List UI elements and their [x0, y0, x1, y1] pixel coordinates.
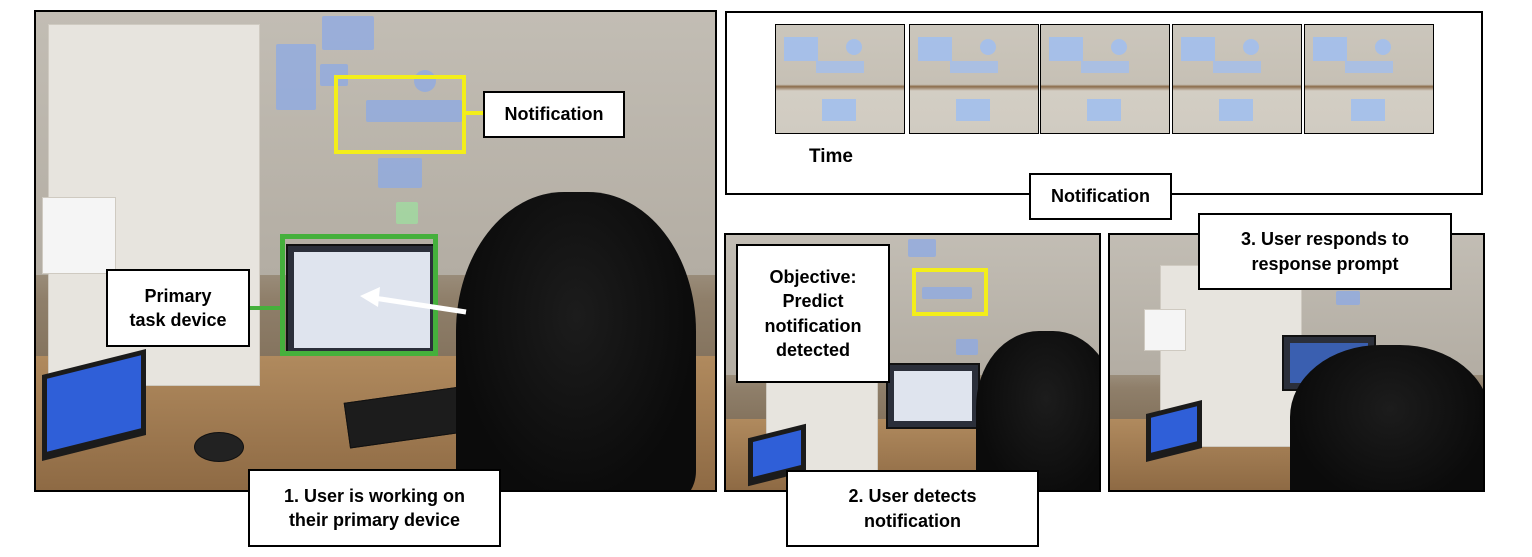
timeline-frame: [1304, 24, 1434, 134]
projected-card-low: [378, 158, 422, 188]
projected-notification-bar: [366, 100, 462, 122]
projected-card-low: [1336, 291, 1360, 305]
primary-device-highlight-box: [280, 234, 438, 356]
objective-label: Objective: Predict notification detected: [736, 244, 890, 383]
timeline-caption-label: Notification: [1029, 173, 1172, 220]
main-photo: [34, 10, 717, 492]
projected-notification-bar: [922, 287, 972, 299]
timeline-frame: [775, 24, 905, 134]
time-axis-label: Time: [809, 146, 854, 167]
timeline-frame: [909, 24, 1039, 134]
notification-highlight-box: [334, 75, 466, 154]
tripod-marker: [1144, 309, 1186, 351]
notification-highlight-box: [912, 268, 988, 316]
timeline-frame: [1040, 24, 1170, 134]
mouse: [194, 432, 244, 462]
timeline-frame: [1172, 24, 1302, 134]
step2-label: 2. User detects notification: [786, 470, 1039, 547]
projected-card-top: [908, 239, 936, 257]
tripod-marker: [42, 197, 116, 274]
projected-green-note: [396, 202, 418, 224]
user-figure: [976, 331, 1099, 490]
step1-label: 1. User is working on their primary devi…: [248, 469, 501, 547]
step3-label: 3. User responds to response prompt: [1198, 213, 1452, 290]
projected-card-top: [322, 16, 374, 50]
notification-callout-label: Notification: [483, 91, 625, 138]
user-figure: [1290, 345, 1483, 490]
projected-weather-widget: [276, 44, 316, 110]
primary-task-device-label: Primary task device: [106, 269, 250, 347]
user-figure: [456, 192, 696, 490]
primary-laptop-screen: [886, 363, 980, 429]
projected-card-low: [956, 339, 978, 355]
